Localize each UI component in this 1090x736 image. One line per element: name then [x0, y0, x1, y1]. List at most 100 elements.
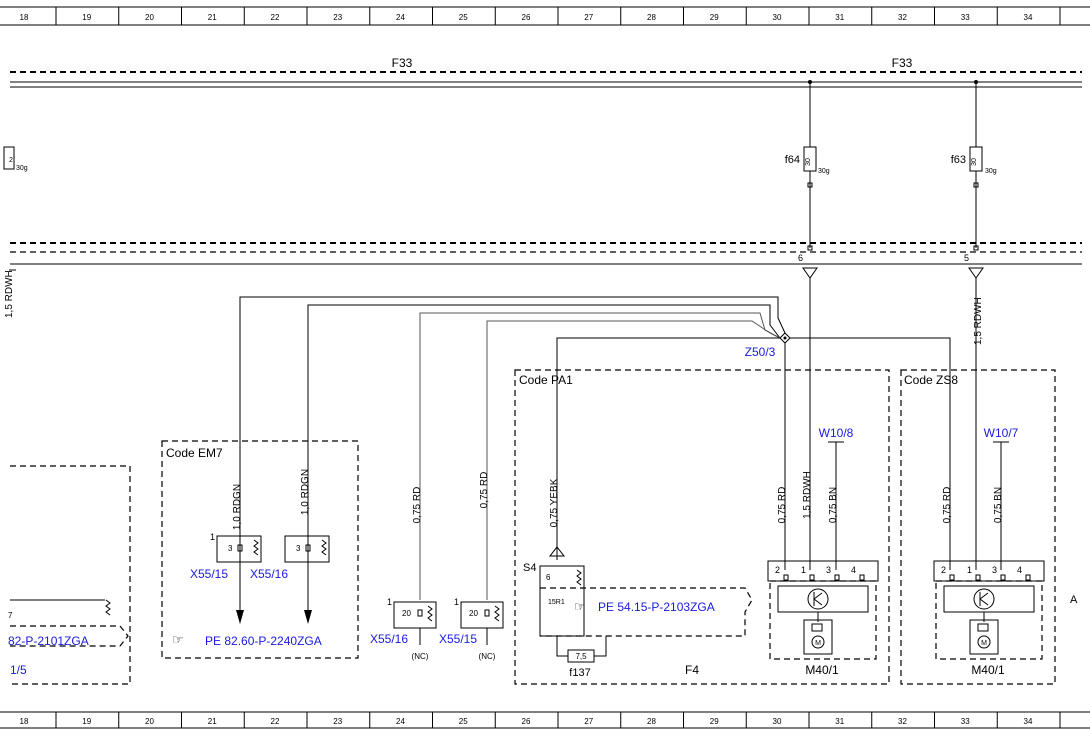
- grid-column-number: 30: [773, 13, 782, 22]
- wire-label-w4: 0,75 RD: [479, 472, 490, 509]
- wire-label-w2: 1,0 RDGN: [300, 469, 311, 515]
- splice-z50-3: Z50/3: [239, 296, 951, 600]
- svg-text:(NC): (NC): [412, 652, 429, 661]
- rail-label-left: F33: [392, 56, 413, 70]
- fuse-left-partial: 2 30g 1,5 RDWH: [3, 146, 28, 318]
- wire-label-w10: 0,75 RD: [942, 487, 953, 524]
- connector-label-x55-15-a: X55/15: [190, 567, 228, 581]
- grid-column-number: 31: [835, 717, 844, 726]
- ground-label-w10-8: W10/8: [819, 426, 854, 440]
- svg-text:2: 2: [9, 157, 13, 164]
- connector-x55-15-b: 0,75 RD 1 20 X55/15 (NC): [439, 472, 504, 661]
- grid-column-number: 32: [898, 717, 907, 726]
- grid-column-number: 24: [396, 13, 405, 22]
- wire-label-w11: 0,75 BN: [993, 487, 1004, 523]
- motor-pin-number: 4: [851, 565, 856, 575]
- box-title-zs8: Code ZS8: [904, 373, 958, 387]
- fuse-f137: 7,5 f137: [556, 636, 607, 679]
- wire-label-left-partial: 1,5 RDWH: [4, 270, 15, 318]
- edge-letter: A: [1070, 594, 1078, 606]
- grid-column-number: 26: [522, 717, 531, 726]
- fuse-label-f64: f64: [785, 154, 800, 166]
- motor-pin-number: 1: [967, 565, 972, 575]
- grid-column-number: 20: [145, 717, 154, 726]
- box-left-partial: 7 82-P-2101ZGA 1/5: [8, 465, 131, 685]
- grid-column-number: 31: [835, 13, 844, 22]
- svg-text:7: 7: [8, 611, 13, 620]
- motor-pin: [949, 574, 955, 581]
- grid-column-number: 21: [208, 13, 217, 22]
- grid-column-number: 32: [898, 13, 907, 22]
- ground-label-w10-7: W10/7: [984, 426, 1019, 440]
- svg-text:30: 30: [805, 158, 812, 166]
- ref-pe-82-60: PE 82.60-P-2240ZGA: [205, 634, 322, 648]
- connector-x55-16-a: 3 X55/16: [250, 535, 330, 581]
- splice-label: Z50/3: [745, 345, 776, 359]
- grid-column-number: 34: [1024, 13, 1033, 22]
- box-title-pa1: Code PA1: [519, 373, 573, 387]
- wire-label-w9: 1,5 RDWH: [973, 297, 984, 345]
- motor-label-b: M40/1: [971, 663, 1005, 677]
- wire-label-w7: 1,5 RDWH: [802, 471, 813, 519]
- switch-label-s4: S4: [523, 562, 536, 574]
- svg-text:3: 3: [228, 544, 233, 553]
- svg-text:6: 6: [546, 573, 551, 582]
- grid-column-number: 25: [459, 13, 468, 22]
- grid-column-number: 18: [20, 717, 29, 726]
- rail-f33: F33 F33: [10, 56, 1082, 88]
- svg-text:M: M: [815, 640, 821, 647]
- grid-column-number: 18: [20, 13, 29, 22]
- wire-label-w1: 1,0 RDGN: [232, 484, 243, 530]
- ref-pe-54-15: PE 54.15-P-2103ZGA: [598, 600, 715, 614]
- grid-column-number: 27: [584, 13, 593, 22]
- rail-label-right: F33: [892, 56, 913, 70]
- svg-text:30g: 30g: [818, 168, 830, 175]
- svg-text:1: 1: [454, 597, 459, 607]
- motor-pin-number: 2: [775, 565, 780, 575]
- svg-text:6: 6: [798, 253, 803, 263]
- svg-text:30: 30: [971, 158, 978, 166]
- svg-text:5: 5: [964, 253, 969, 263]
- grid-column-number: 30: [773, 717, 782, 726]
- grid-column-number: 29: [710, 717, 719, 726]
- grid-column-number: 28: [647, 717, 656, 726]
- grid-column-number: 22: [271, 13, 280, 22]
- grid-column-number: 23: [333, 717, 342, 726]
- grid-column-number: 29: [710, 13, 719, 22]
- grid-column-number: 33: [961, 717, 970, 726]
- motor-pin-number: 4: [1017, 565, 1022, 575]
- grid-column-number: 34: [1024, 717, 1033, 726]
- grid-column-number: 28: [647, 13, 656, 22]
- connector-label-x55-15-b: X55/15: [439, 632, 477, 646]
- motor-pin: [834, 574, 840, 581]
- svg-text:(NC): (NC): [479, 652, 496, 661]
- wire-label-w5: 0,75 YEBK: [549, 478, 560, 527]
- motor-pin-number: 1: [801, 565, 806, 575]
- hand-pointer-icon-2: ☞: [574, 599, 586, 614]
- svg-text:1: 1: [387, 597, 392, 607]
- wire-label-w3: 0,75 RD: [412, 487, 423, 524]
- left-fragment: 1/5: [10, 663, 27, 677]
- box-code-pa1: Code PA1 0,75 YEBK S4 6 15R1 ☞ PE 54.15-…: [514, 369, 890, 685]
- motor-pin: [1025, 574, 1031, 581]
- switch-s4: S4 6 15R1: [523, 546, 585, 637]
- svg-text:30g: 30g: [985, 168, 997, 175]
- grid-column-number: 25: [459, 717, 468, 726]
- svg-text:20: 20: [469, 609, 478, 618]
- fuse-label-f63: f63: [951, 154, 966, 166]
- motor-pin: [859, 574, 865, 581]
- motor-pin: [975, 574, 981, 581]
- fuse-f64: 30 f64 30g 6: [785, 80, 830, 570]
- box-title-em7: Code EM7: [166, 446, 223, 460]
- wire-label-w6: 0,75 RD: [777, 487, 788, 524]
- svg-text:3: 3: [296, 544, 301, 553]
- wire-label-w8: 0,75 BN: [828, 487, 839, 523]
- grid-column-number: 22: [271, 717, 280, 726]
- connector-x55-15-a: 1 3 X55/15: [190, 532, 262, 581]
- fuse-label-f137: f137: [569, 667, 590, 679]
- connector-label-x55-16-a: X55/16: [250, 567, 288, 581]
